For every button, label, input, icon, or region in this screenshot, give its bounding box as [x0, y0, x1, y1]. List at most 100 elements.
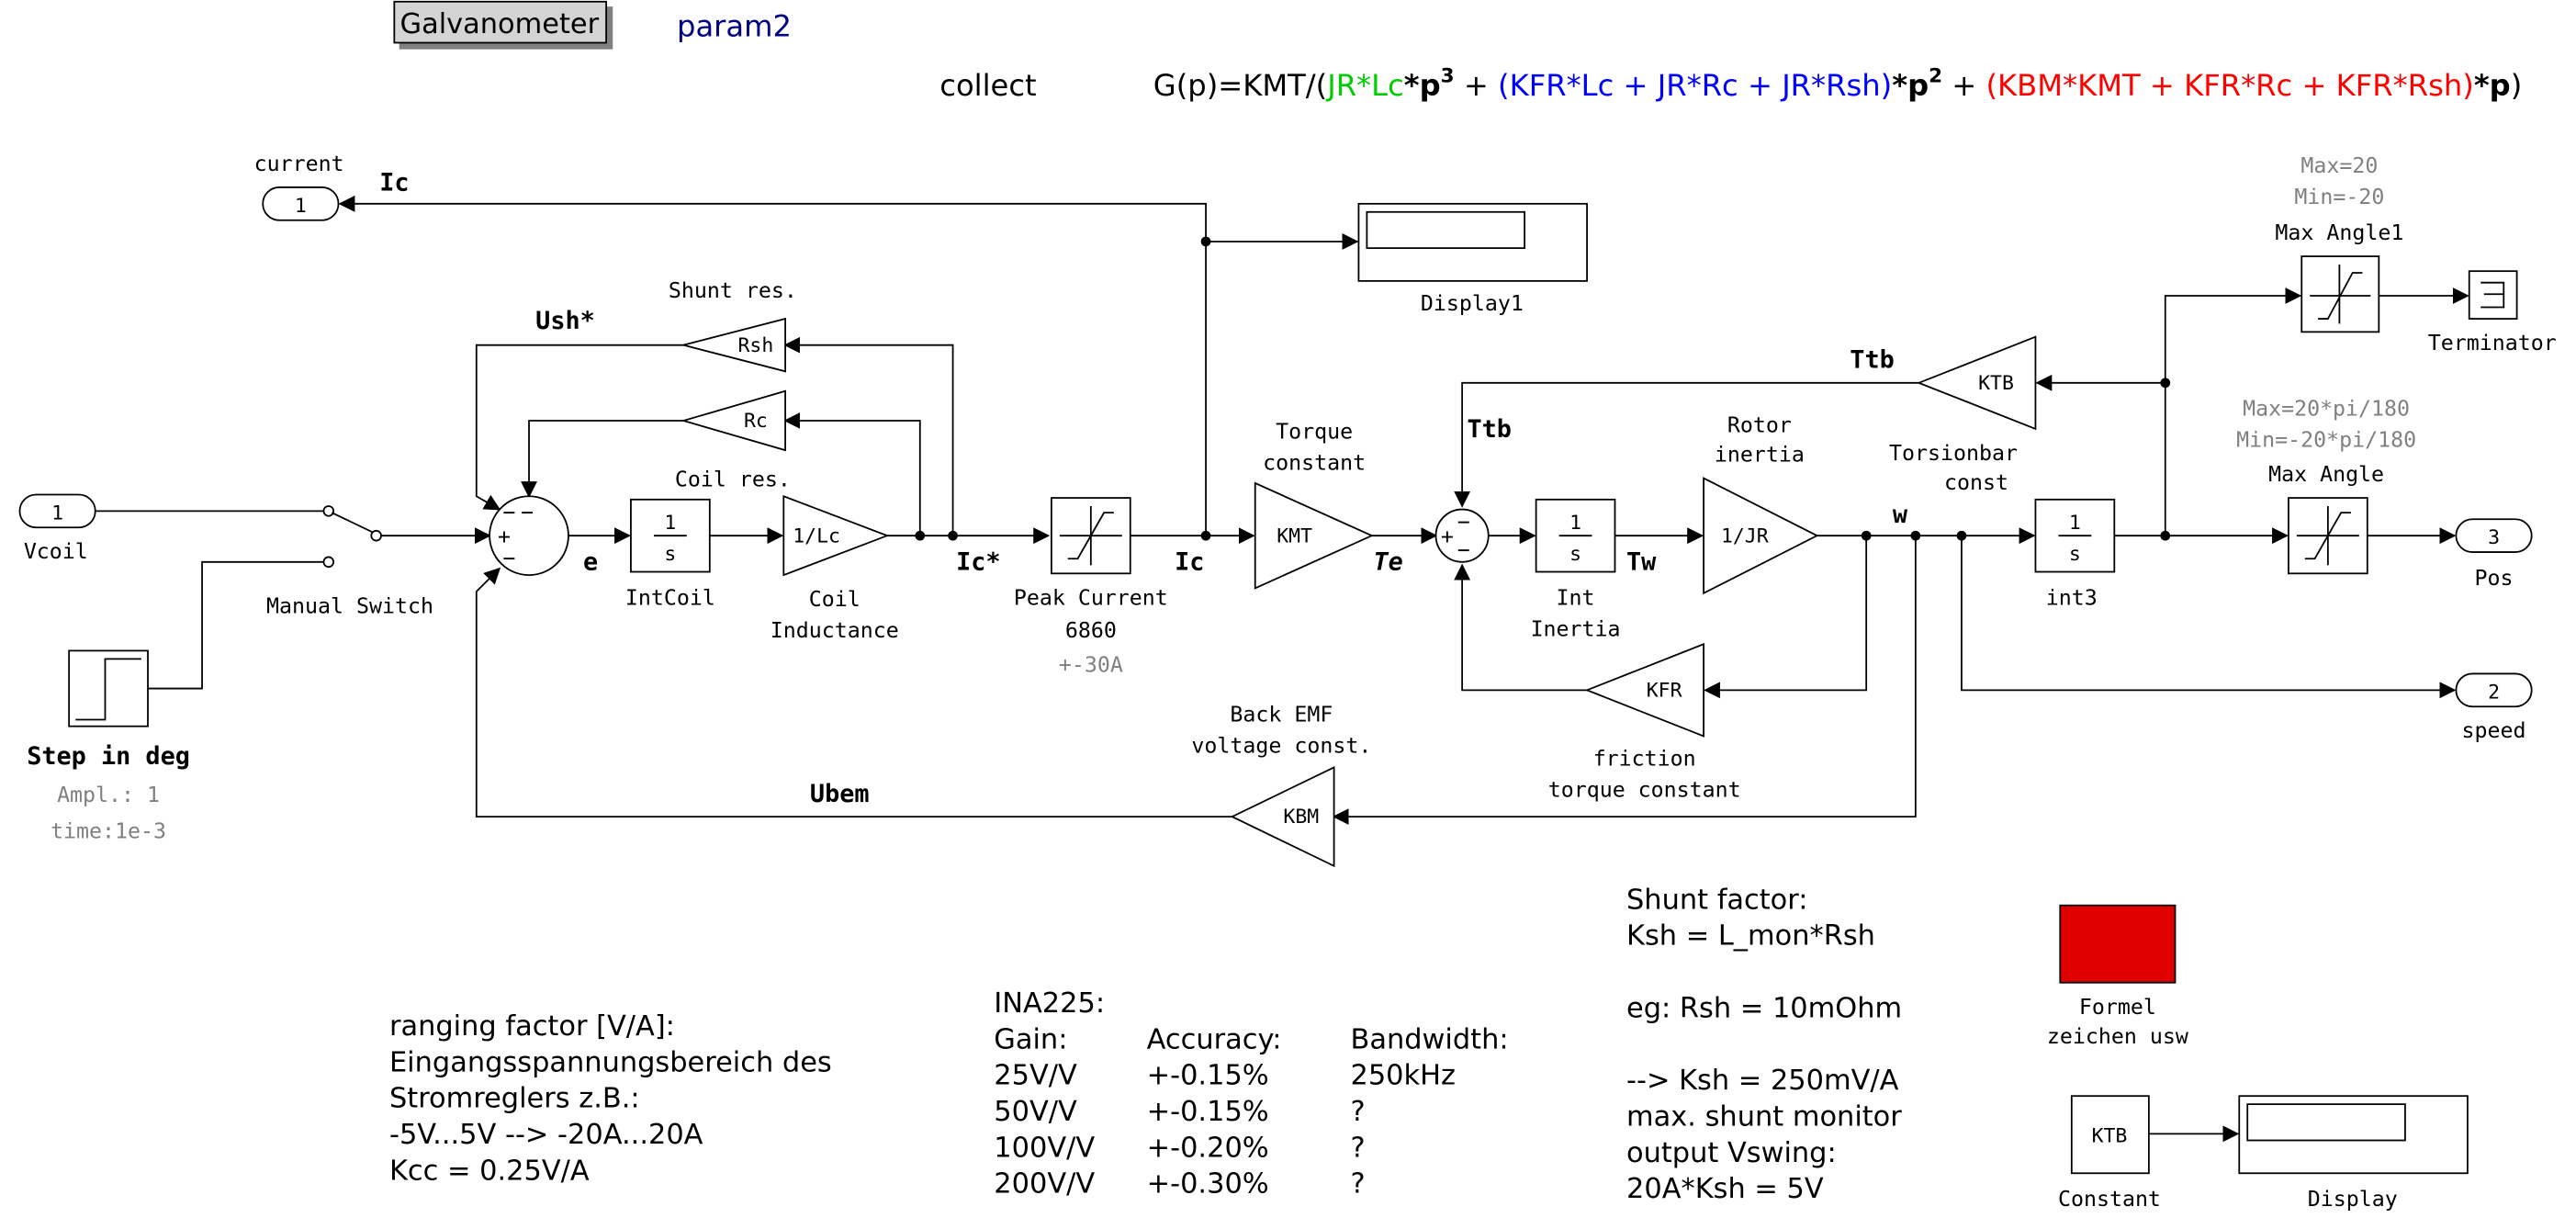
- display1-block[interactable]: Display1: [1357, 202, 1588, 316]
- sum-torque[interactable]: + − −: [1434, 508, 1490, 563]
- svg-text:Display1: Display1: [1421, 291, 1524, 316]
- collect-label[interactable]: collect: [939, 68, 1036, 103]
- svg-text:int3: int3: [2046, 585, 2098, 610]
- svg-text:KTB: KTB: [2092, 1124, 2128, 1147]
- svg-text:−: −: [502, 546, 515, 570]
- shunt-res-label: Shunt res.: [669, 278, 797, 303]
- terminator-block[interactable]: Terminator: [2428, 270, 2557, 355]
- svg-text:Coil: Coil: [809, 587, 861, 612]
- svg-text:−: −: [521, 500, 534, 524]
- svg-text:eg: Rsh = 10mOhm: eg: Rsh = 10mOhm: [1626, 992, 1902, 1024]
- svg-text:20A*Ksh = 5V: 20A*Ksh = 5V: [1626, 1173, 1824, 1205]
- svg-text:1/Lc: 1/Lc: [793, 524, 840, 547]
- manual-switch-label: Manual Switch: [266, 593, 433, 618]
- outport-pos[interactable]: 3 Pos: [2455, 518, 2533, 591]
- svg-text:1/JR: 1/JR: [1721, 524, 1769, 547]
- svg-text:Back EMF: Back EMF: [1230, 702, 1333, 727]
- svg-text:s: s: [2069, 543, 2081, 566]
- step-time: time:1e-3: [51, 818, 166, 843]
- svg-text:--> Ksh = 250mV/A: --> Ksh = 250mV/A: [1626, 1065, 1899, 1097]
- shunt-resistance-gain[interactable]: Rsh Shunt res.: [669, 278, 797, 373]
- svg-text:KTB: KTB: [1978, 372, 2014, 395]
- formel-block[interactable]: Formel zeichen usw: [2047, 904, 2188, 1049]
- svg-text:friction: friction: [1593, 747, 1696, 772]
- outport-current[interactable]: 1 current: [254, 152, 344, 221]
- svg-text:+-0.20%: +-0.20%: [1147, 1132, 1269, 1164]
- coil-inductance-gain[interactable]: 1/Lc Coil Inductance: [771, 494, 899, 643]
- sum-voltage[interactable]: − − + −: [489, 495, 569, 577]
- svg-text:+: +: [498, 524, 511, 549]
- peak-current-saturation[interactable]: Peak Current 6860 +-30A: [1014, 497, 1168, 678]
- signal-ic-top: Ic: [379, 169, 409, 197]
- signal-ttb: Ttb: [1467, 415, 1511, 444]
- svg-text:Torque: Torque: [1276, 420, 1353, 445]
- rotor-inertia-gain[interactable]: 1/JR Rotor inertia: [1703, 412, 1819, 595]
- svg-text:1: 1: [2069, 512, 2081, 535]
- torque-constant-gain[interactable]: KMT Torque constant: [1254, 420, 1374, 590]
- svg-text:INA225:: INA225:: [994, 987, 1105, 1020]
- svg-text:−: −: [502, 500, 515, 524]
- display-block[interactable]: Display: [2238, 1095, 2469, 1212]
- svg-text:Peak Current: Peak Current: [1014, 585, 1168, 610]
- torsionbar-gain[interactable]: KTB Torsionbar const: [1889, 335, 2037, 495]
- svg-text:Rotor: Rotor: [1727, 412, 1792, 437]
- param2-label[interactable]: param2: [677, 8, 792, 43]
- svg-text:Stromreglers z.B.:: Stromreglers z.B.:: [389, 1083, 640, 1115]
- svg-text:KBM: KBM: [1283, 806, 1319, 829]
- svg-text:s: s: [1569, 543, 1581, 566]
- svg-text:s: s: [664, 543, 676, 566]
- svg-text:Shunt factor:: Shunt factor:: [1626, 884, 1808, 916]
- max-angle1-saturation[interactable]: Max=20 Min=-20 Max Angle1: [2275, 153, 2403, 333]
- signal-labels: Ic Ush* e Ic* Ic Te Ttb Ttb Tw w Ubem: [379, 169, 1908, 808]
- svg-text:Constant: Constant: [2058, 1187, 2161, 1212]
- svg-text:Max Angle1: Max Angle1: [2275, 220, 2403, 245]
- inport-vcoil[interactable]: 1 Vcoil: [18, 493, 96, 564]
- svg-text:?: ?: [1350, 1096, 1365, 1128]
- svg-text:Rc: Rc: [744, 410, 768, 433]
- svg-text:−: −: [1457, 510, 1470, 535]
- step-block[interactable]: Step in deg Ampl.: 1 time:1e-3: [27, 649, 190, 843]
- svg-text:ranging factor [V/A]:: ranging factor [V/A]:: [389, 1010, 675, 1043]
- signal-e: e: [583, 548, 598, 577]
- galvanometer-button[interactable]: Galvanometer: [393, 0, 613, 50]
- friction-gain[interactable]: KFR friction torque constant: [1548, 642, 1741, 803]
- signal-tw: Tw: [1626, 548, 1657, 577]
- int-coil-block[interactable]: 1 s IntCoil: [625, 498, 715, 610]
- signal-ic: Ic: [1175, 548, 1204, 577]
- svg-text:?: ?: [1350, 1132, 1365, 1164]
- manual-switch[interactable]: Manual Switch: [266, 505, 433, 618]
- svg-text:constant: constant: [1263, 451, 1366, 476]
- galvanometer-button-label: Galvanometer: [400, 8, 600, 40]
- svg-text:−: −: [1457, 537, 1470, 562]
- svg-text:Display: Display: [2308, 1187, 2398, 1212]
- svg-text:Min=-20*pi/180: Min=-20*pi/180: [2236, 428, 2416, 453]
- int-coil-label: IntCoil: [625, 585, 715, 610]
- outport-pos-label: Pos: [2475, 566, 2514, 591]
- coil-resistance-gain[interactable]: Rc Coil res.: [675, 389, 791, 492]
- int-inertia-block[interactable]: 1 s Int Inertia: [1531, 498, 1621, 641]
- svg-text:Min=-20: Min=-20: [2294, 185, 2384, 209]
- back-emf-gain[interactable]: KBM Back EMF voltage const.: [1191, 702, 1371, 868]
- svg-text:100V/V: 100V/V: [994, 1132, 1095, 1164]
- constant-block[interactable]: KTB Constant: [2058, 1095, 2161, 1212]
- svg-text:50V/V: 50V/V: [994, 1096, 1077, 1128]
- coil-res-label: Coil res.: [675, 468, 791, 492]
- svg-text:250kHz: 250kHz: [1350, 1060, 1455, 1092]
- svg-text:max. shunt monitor: max. shunt monitor: [1626, 1100, 1902, 1133]
- max-angle-saturation[interactable]: Max=20*pi/180 Min=-20*pi/180 Max Angle: [2236, 397, 2416, 575]
- outport-current-number: 1: [295, 195, 307, 218]
- outport-speed-number: 2: [2488, 681, 2500, 704]
- int3-block[interactable]: 1 s int3: [2034, 498, 2116, 610]
- svg-text:-5V...5V --> -20A...20A: -5V...5V --> -20A...20A: [389, 1119, 703, 1151]
- ranging-note: ranging factor [V/A]: Eingangsspannungsb…: [389, 1010, 832, 1187]
- svg-text:Max=20*pi/180: Max=20*pi/180: [2243, 397, 2410, 422]
- signal-w: w: [1893, 501, 1908, 529]
- signal-ush: Ush*: [535, 307, 595, 335]
- svg-text:Bandwidth:: Bandwidth:: [1350, 1023, 1508, 1055]
- svg-text:Int: Int: [1557, 585, 1595, 610]
- svg-text:KMT: KMT: [1277, 524, 1312, 547]
- svg-text:1: 1: [1569, 512, 1581, 535]
- svg-text:+-0.15%: +-0.15%: [1147, 1060, 1269, 1092]
- outport-speed[interactable]: 2 speed: [2455, 672, 2533, 743]
